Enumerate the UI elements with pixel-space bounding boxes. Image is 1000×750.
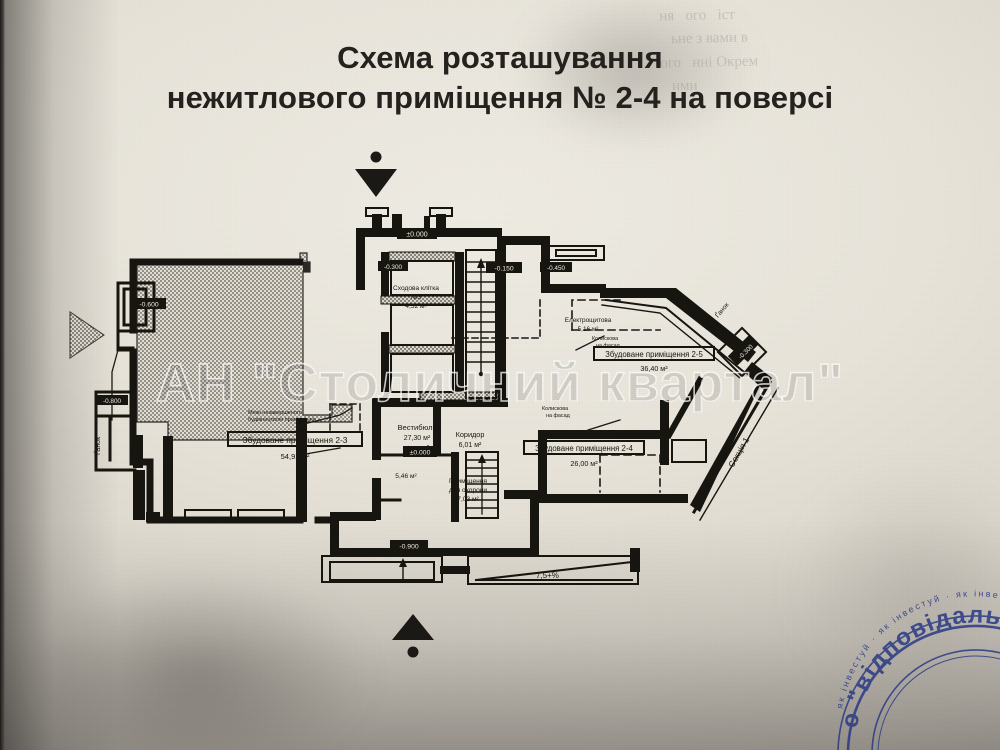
- leader-note-facade: Колискова на фасад: [592, 336, 621, 349]
- ramp-slope-label: 7,5+%: [536, 571, 559, 580]
- elevation-marker-7: -0.900: [390, 540, 428, 551]
- leader-note-facade-2: Колискова на фасад: [542, 406, 571, 419]
- room-name-part2: для охорони: [449, 487, 488, 494]
- room-area: 4,52 м²: [405, 303, 427, 310]
- elevation-marker-4: -0.600: [132, 298, 166, 309]
- note-line2: на фасад: [546, 413, 571, 419]
- svg-text:-0.150: -0.150: [494, 266, 513, 273]
- room-label-vestibule: Вестибюль 27,30 м²: [397, 423, 436, 442]
- room-area: 5,46 м²: [395, 473, 417, 480]
- photo-shadow-bottom: [0, 520, 1000, 750]
- room-label-corridor-1: Коридор 6,01 м²: [456, 430, 485, 449]
- elevation-marker-6: ±0.000: [403, 446, 437, 457]
- svg-text:-0.900: -0.900: [399, 544, 418, 551]
- room-name: Збудоване приміщення 2-4: [535, 444, 633, 453]
- room-area: 6,01 м²: [459, 442, 482, 449]
- note-line1: Колискова: [592, 336, 618, 342]
- page-title: Схема розташування нежитлового приміщенн…: [0, 38, 1000, 119]
- elevation-marker-2: -0.150: [486, 262, 522, 273]
- svg-text:±0.000: ±0.000: [406, 232, 427, 239]
- room-name: Збудоване приміщення 2-3: [243, 435, 348, 445]
- room-name: Збудоване приміщення 2-5: [605, 350, 703, 359]
- room-area: 36,40 м²: [640, 364, 668, 373]
- leader-note-boundary: Межі незавершеного будівництвом приміщен…: [248, 410, 316, 423]
- room-name: Сходова клітка: [393, 284, 439, 292]
- room-label-2-3: Збудоване приміщення 2-3 54,92 м²: [227, 431, 363, 461]
- view-direction-marker-left: [69, 311, 105, 359]
- svg-text:-0.450: -0.450: [547, 265, 566, 272]
- room-name: Вестибюль: [397, 423, 436, 432]
- room-name-part1: Електрощитова: [565, 317, 612, 324]
- room-area: 26,00 м²: [570, 459, 598, 468]
- room-label-2-5: Збудоване приміщення 2-5 36,40 м²: [593, 346, 715, 373]
- room-name-part1: Приміщення: [449, 477, 487, 485]
- room-label-corridor-2: 5,46 м²: [395, 473, 417, 480]
- svg-text:-0.600: -0.600: [139, 302, 158, 309]
- room-area: 27,30 м²: [404, 435, 431, 442]
- room-area: 7,03 м²: [457, 496, 479, 503]
- left-porch-label: Ґанок: [93, 436, 102, 455]
- title-line-1: Схема розташування: [337, 40, 663, 75]
- note-line2: будівництвом приміщення: [248, 417, 316, 423]
- page-edge-left: [0, 0, 5, 750]
- room-area: 5,16 м²: [578, 326, 599, 333]
- room-label-2-4: Збудоване приміщення 2-4 26,00 м²: [523, 440, 645, 468]
- svg-text:-0.300: -0.300: [384, 264, 403, 271]
- note-line1: Межі незавершеного: [248, 410, 302, 416]
- photo-shadow-left: [0, 0, 120, 750]
- room-label-security: Приміщення для охорони 7,03 м²: [449, 477, 488, 503]
- elevation-marker-5: -0.800: [96, 395, 128, 405]
- elevation-marker-1: -0.300: [378, 261, 408, 271]
- room-area: 54,92 м²: [281, 452, 310, 461]
- elevation-marker-3: -0.450: [540, 262, 572, 272]
- elevation-marker-0: ±0.000: [397, 228, 437, 239]
- svg-text:-0.800: -0.800: [103, 398, 122, 405]
- title-line-2: нежитлового приміщення № 2-4 на поверсі: [166, 80, 834, 116]
- note-line2: на фасад: [596, 343, 621, 349]
- photo-highlight-top: [470, 0, 800, 140]
- room-name: Коридор: [456, 430, 485, 439]
- room-label-stairwell: Сходова клітка №3 4,52 м²: [393, 284, 439, 310]
- svg-text:±0.000: ±0.000: [410, 450, 431, 457]
- note-line1: Колискова: [542, 406, 568, 412]
- room-label-electrical: Електрощитова 5,16 м²: [565, 317, 612, 333]
- room-sub: №3: [411, 294, 422, 301]
